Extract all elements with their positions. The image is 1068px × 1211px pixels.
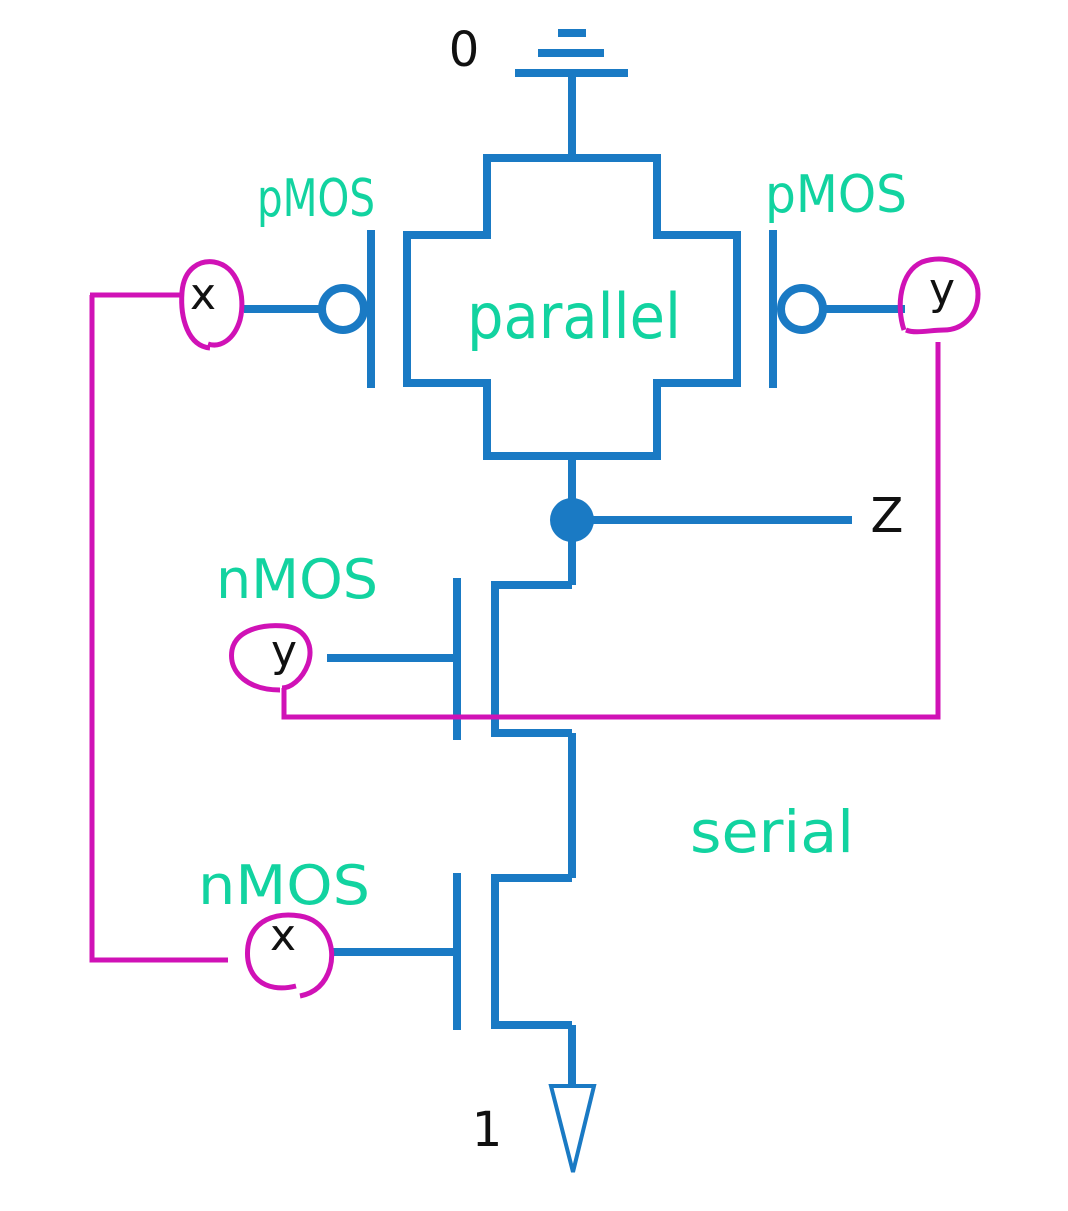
nmos-lower-input-label: x [270, 910, 296, 961]
x-top-circle [179, 259, 245, 351]
bottom-rail-label: 1 [472, 1102, 503, 1158]
pmos-right-input-label: y [929, 264, 955, 315]
down-triangle-icon [548, 1084, 597, 1173]
nmos-lower-type-label: nMOS [198, 854, 370, 917]
ground-icon [515, 29, 628, 77]
x-input-route-vertical [89, 295, 228, 963]
pmos-right-gate [769, 230, 905, 388]
serial-annotation: serial [690, 798, 854, 866]
parallel-annotation: parallel [467, 280, 681, 353]
x-low-circle [245, 912, 335, 999]
pmos-left-input-label: x [190, 269, 216, 320]
input-wiring [89, 256, 981, 999]
pmos-left-gate [244, 230, 375, 388]
parallel-pmos-network [403, 154, 741, 460]
nmos-lower [332, 873, 572, 1030]
y-top-circle [897, 256, 981, 335]
nmos-upper [327, 578, 572, 740]
nmos-upper-input-label: y [271, 626, 297, 677]
y-input-route [281, 342, 941, 720]
nmos-upper-type-label: nMOS [216, 548, 378, 611]
pmos-right-type-label: pMOS [765, 165, 907, 225]
output-label: Z [871, 488, 904, 544]
junction-dot-icon [550, 498, 594, 542]
y-mid-circle [229, 623, 313, 693]
pmos-left-type-label: pMOS [257, 169, 375, 229]
circuit-wiring [244, 29, 905, 1086]
top-rail-label: 0 [449, 22, 480, 78]
